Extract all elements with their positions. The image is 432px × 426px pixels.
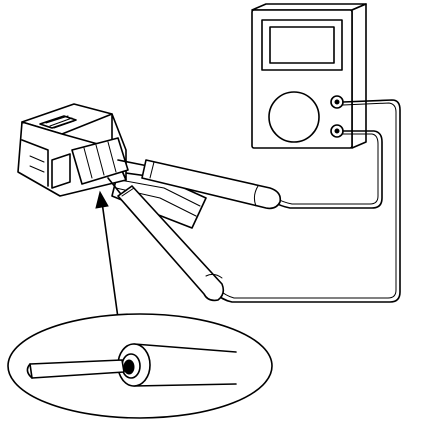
harness-wire-line <box>119 179 201 207</box>
connector-latch <box>39 115 77 129</box>
multimeter-body <box>251 9 353 149</box>
probe-lower-tip-collar <box>121 187 135 197</box>
callout-arrow-head <box>95 190 109 209</box>
magnifier-wire-conductor-core <box>123 359 135 375</box>
test-lead-upper-inner <box>217 102 397 299</box>
probe-upper-tip-collar <box>149 161 155 179</box>
callout-pointer <box>95 190 119 319</box>
multimeter-side-face <box>351 3 367 149</box>
multimeter-top-face <box>251 3 367 11</box>
callout-arrow-line <box>101 201 119 319</box>
test-lead-lower-inner <box>275 133 379 205</box>
multimeter-display-screen <box>269 26 335 64</box>
probe-lower-grip-ring <box>205 273 223 279</box>
magnifier-wire-top <box>133 343 237 353</box>
magnifier-wire-bottom <box>133 383 237 387</box>
magnifier-probe-needle-tip <box>26 363 33 379</box>
probe-upper-body <box>141 159 282 210</box>
connector-latch-rib <box>45 115 75 129</box>
probe-upper-grip-ring <box>253 185 259 207</box>
detail-magnifier <box>7 313 273 419</box>
probe-lower-body <box>117 185 225 302</box>
connector <box>17 103 129 197</box>
probe <box>117 159 282 210</box>
multimeter-display-frame <box>261 19 343 71</box>
multimeter-dial-knob <box>268 91 320 143</box>
probe-upper-needle <box>117 159 149 167</box>
multimeter-terminal-upper-hole <box>334 99 340 105</box>
test-lead-upper <box>213 99 401 303</box>
connector-rear-detail <box>29 155 45 173</box>
connector-lock-tab <box>51 153 71 189</box>
connector-cavity-divider <box>83 141 117 179</box>
multimeter-terminal-lower-hole <box>334 128 340 134</box>
probe <box>107 177 225 302</box>
test-lead-lower <box>273 130 383 209</box>
test-leads <box>213 99 401 303</box>
multimeter <box>251 3 367 149</box>
connector-front-lip <box>21 139 49 187</box>
magnifier-probe-needle <box>29 359 125 379</box>
